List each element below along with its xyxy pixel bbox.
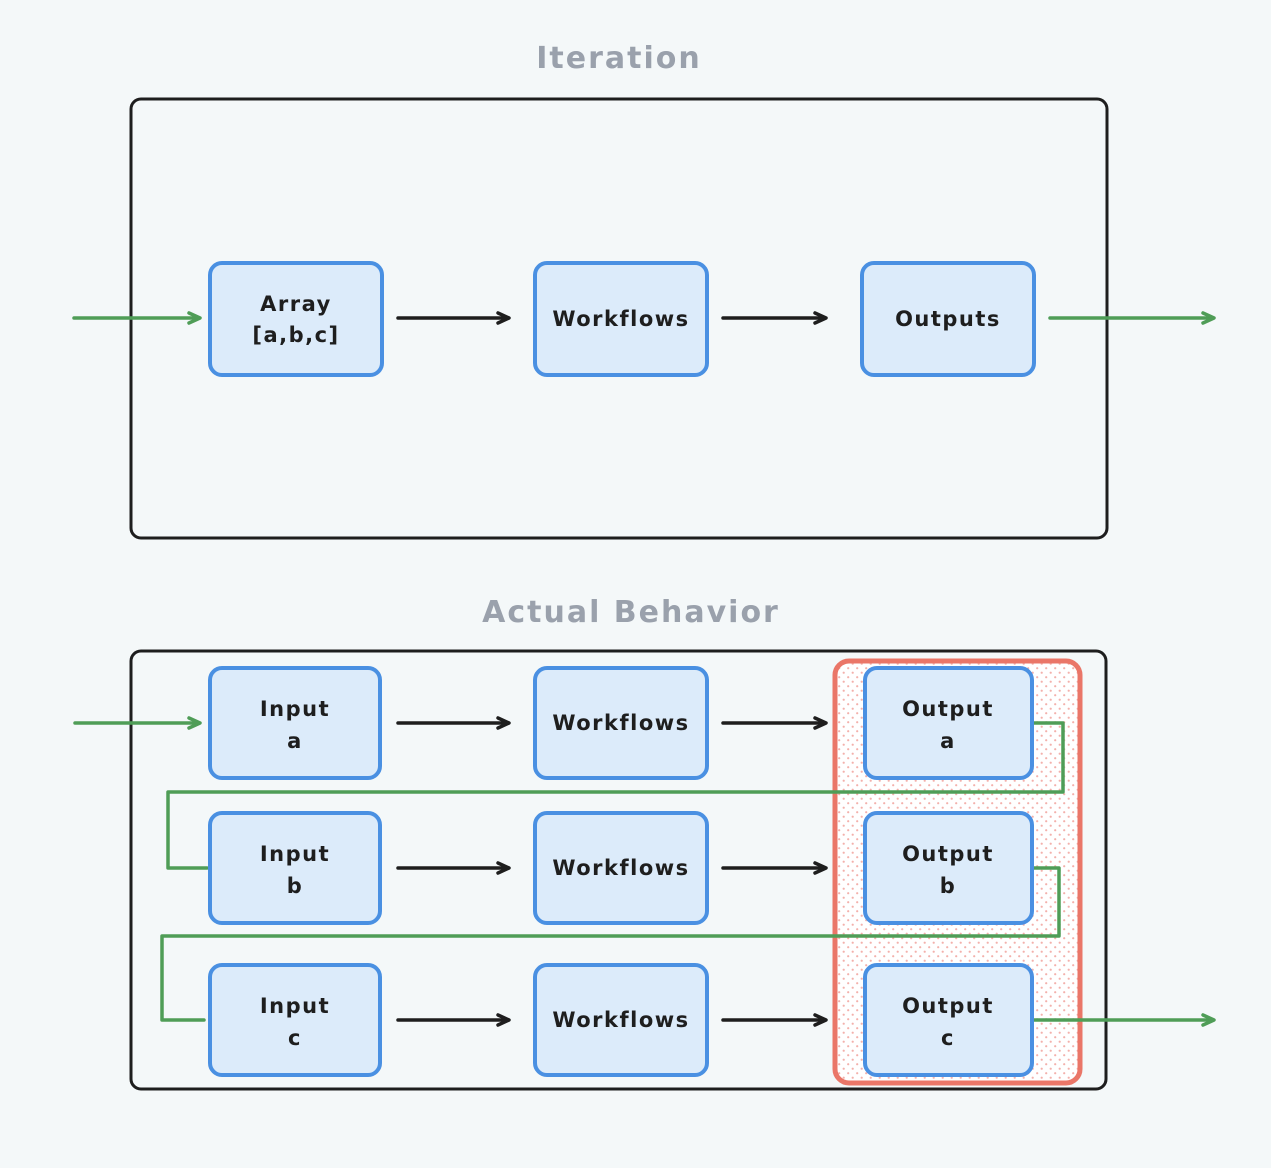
iteration-section-title: Iteration [536, 41, 701, 76]
workflows-c-node [533, 963, 709, 1077]
input-a-label-letter: a [287, 729, 303, 753]
output-a-label-word: Output [902, 697, 994, 721]
row-b: Input b Workflows Output b [208, 811, 1034, 925]
workflows-a-node [533, 666, 709, 780]
input-c-label-letter: c [288, 1026, 302, 1050]
row-c: Input c Workflows Output c [208, 963, 1034, 1077]
iteration-workflows-node [533, 261, 709, 377]
feedback-arrow-output-b-to-input-c [160, 866, 1061, 1022]
actual-behavior-section: Actual Behavior Input [73, 595, 1216, 1091]
output-b-label-word: Output [902, 842, 994, 866]
input-c-label-word: Input [260, 994, 330, 1018]
actual-behavior-section-title: Actual Behavior [482, 595, 780, 630]
feedback-arrow-output-a-to-input-b [166, 721, 1065, 870]
outputs-node [860, 261, 1036, 377]
workflows-a-label: Workflows [552, 711, 689, 735]
input-b-node [208, 811, 382, 925]
output-c-node [863, 963, 1034, 1077]
workflows-c-label: Workflows [552, 1008, 689, 1032]
actual-behavior-container [129, 649, 1108, 1091]
input-a-node [208, 666, 382, 780]
workflows-b-label: Workflows [552, 856, 689, 880]
output-b-label-letter: b [940, 874, 957, 898]
input-c-node [208, 963, 382, 1077]
input-b-label-word: Input [260, 842, 330, 866]
iteration-workflows-node-label: Workflows [552, 307, 689, 331]
output-a-node [863, 666, 1034, 780]
output-c-label-letter: c [941, 1026, 955, 1050]
output-c-label-word: Output [902, 994, 994, 1018]
outputs-node-label: Outputs [895, 307, 1001, 331]
array-node-label-line1: Array [260, 292, 332, 316]
output-a-label-letter: a [940, 729, 956, 753]
array-node [208, 261, 384, 377]
workflows-b-node [533, 811, 709, 925]
iteration-section: Iteration Array [a,b,c] Workflows Output… [72, 41, 1216, 540]
input-b-label-letter: b [287, 874, 304, 898]
array-node-label-line2: [a,b,c] [252, 323, 339, 347]
output-b-node [863, 811, 1034, 925]
input-a-label-word: Input [260, 697, 330, 721]
row-a: Input a Workflows Output a [208, 666, 1034, 780]
